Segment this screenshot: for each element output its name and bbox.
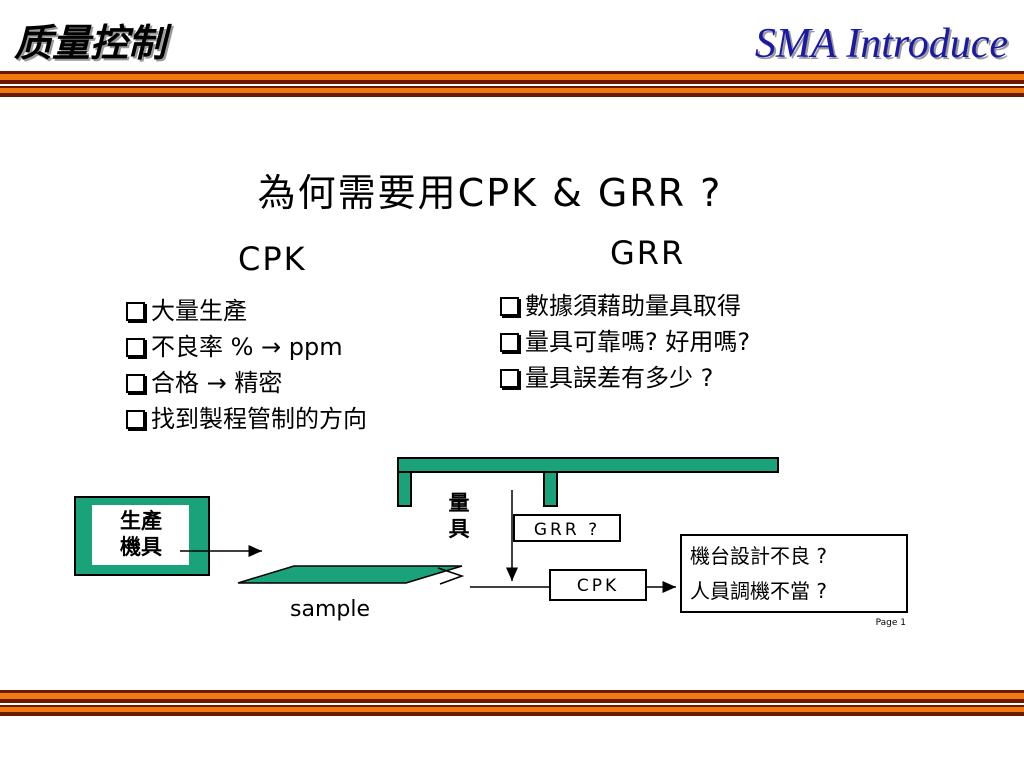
grr-box-label: GRR ? (534, 520, 600, 540)
result-box (680, 534, 908, 613)
checkbox-bullet-icon (126, 301, 145, 321)
gauge-fixture-leg-right (543, 471, 558, 507)
list-item: 找到製程管制的方向 (126, 401, 367, 437)
sample-chevron-icon (437, 567, 465, 585)
sample-plate (237, 565, 463, 584)
checkbox-bullet-icon (126, 409, 145, 429)
bottom-divider-band (0, 690, 1024, 703)
checkbox-bullet-icon (500, 296, 519, 316)
cpk-box (549, 569, 647, 601)
result-line-1: 機台設計不良 ? (690, 544, 827, 568)
bottom-divider-band-2 (0, 705, 1024, 716)
gauge-fixture-leg-left (397, 471, 412, 507)
list-item: 數據須藉助量具取得 (500, 288, 750, 324)
result-line-2: 人員調機不當 ? (690, 579, 827, 603)
header-title-en: SMA Introduce (754, 21, 1008, 67)
grr-list: 數據須藉助量具取得 量具可靠嗎? 好用嗎? 量具誤差有多少 ? (500, 288, 750, 396)
checkbox-bullet-icon (500, 368, 519, 388)
gauge-label-2: 具 (449, 517, 470, 541)
cpk-box-label: CPK (577, 576, 619, 596)
machine-label-area (92, 505, 189, 565)
slide-heading: 為何需要用CPK & GRR ? (257, 171, 723, 215)
cpk-heading: CPK (238, 240, 307, 278)
list-item: 量具可靠嗎? 好用嗎? (500, 324, 750, 360)
checkbox-bullet-icon (126, 337, 145, 357)
grr-box (513, 514, 621, 542)
top-divider-band-2 (0, 86, 1024, 97)
top-divider-band (0, 71, 1024, 84)
list-item: 合格 → 精密 (126, 365, 367, 401)
list-item: 量具誤差有多少 ? (500, 360, 750, 396)
machine-label-1: 生產 (120, 509, 162, 533)
grr-heading: GRR (610, 234, 686, 272)
cpk-list: 大量生產 不良率 % → ppm 合格 → 精密 找到製程管制的方向 (126, 293, 367, 437)
list-item: 大量生產 (126, 293, 367, 329)
page-label: Page 1 (876, 618, 906, 628)
checkbox-bullet-icon (126, 373, 145, 393)
gauge-fixture-bar (397, 457, 779, 473)
list-item: 不良率 % → ppm (126, 329, 367, 365)
gauge-label-1: 量 (449, 491, 470, 515)
header-title-cn: 质量控制 (14, 20, 167, 65)
checkbox-bullet-icon (500, 332, 519, 352)
sample-label: sample (290, 597, 370, 622)
machine-label-2: 機具 (120, 535, 162, 559)
